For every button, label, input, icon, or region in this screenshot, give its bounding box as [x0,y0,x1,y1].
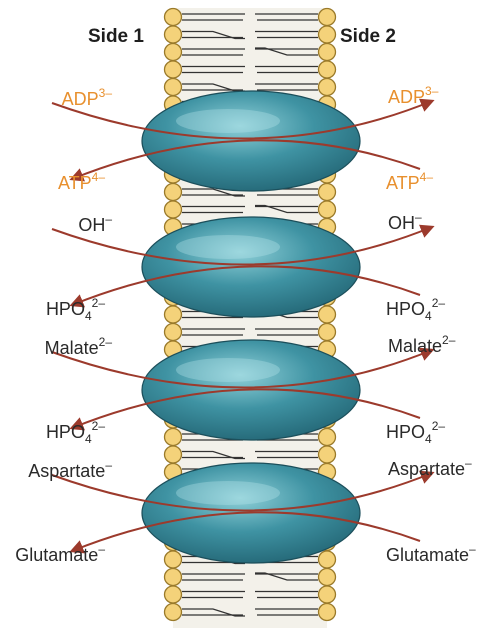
lipid-head [319,61,336,78]
label-left-bottom: Glutamate– [15,542,105,565]
lipid-head [319,324,336,341]
label-left-top: ADP3– [62,86,113,109]
lipid-head [319,569,336,586]
label-right-top: Aspartate– [388,456,472,479]
lipid-head [165,324,182,341]
lipid-head [319,429,336,446]
label-right-top: Malate2– [388,333,456,356]
side-2-label: Side 2 [340,26,396,47]
label-right-bottom: Glutamate– [386,542,476,565]
label-right-bottom: ATP4– [386,170,433,193]
lipid-head [165,586,182,603]
protein-highlight [176,481,280,505]
protein-highlight [176,109,280,133]
lipid-head [165,306,182,323]
lipid-head [165,184,182,201]
lipid-head [319,44,336,61]
lipid-head [165,569,182,586]
protein-highlight [176,235,280,259]
lipid-head [165,61,182,78]
label-left-top: Malate2– [45,335,113,358]
lipid-head [319,201,336,218]
label-right-bottom: HPO42– [386,419,445,446]
label-left-bottom: HPO42– [46,419,105,446]
lipid-head [165,551,182,568]
lipid-head [319,446,336,463]
lipid-head [165,9,182,26]
lipid-head [165,26,182,43]
lipid-head [165,604,182,621]
side-1-label: Side 1 [88,26,144,47]
lipid-head [165,429,182,446]
label-left-top: Aspartate– [28,458,112,481]
label-left-bottom: HPO42– [46,296,105,323]
lipid-head [319,604,336,621]
label-right-top: ADP3– [388,84,439,107]
lipid-head [319,79,336,96]
lipid-head [165,79,182,96]
label-right-bottom: HPO42– [386,296,445,323]
lipid-head [319,586,336,603]
lipid-head [165,446,182,463]
lipid-head [319,9,336,26]
lipid-head [319,551,336,568]
lipid-head [165,44,182,61]
label-left-bottom: ATP4– [58,170,105,193]
protein-highlight [176,358,280,382]
lipid-head [165,201,182,218]
lipid-head [319,184,336,201]
label-left-top: OH– [78,212,112,235]
lipid-head [319,306,336,323]
label-right-top: OH– [388,210,422,233]
lipid-head [319,26,336,43]
